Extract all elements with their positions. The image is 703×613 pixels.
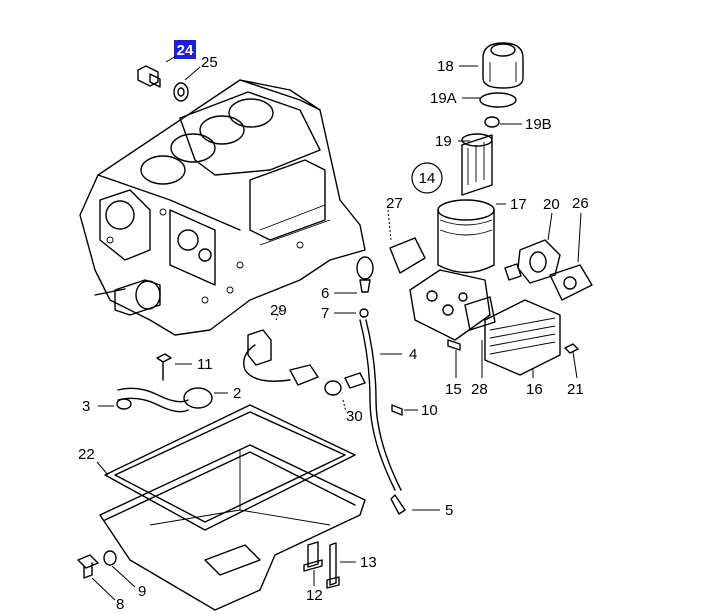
- part-17-filter-housing: [437, 199, 506, 274]
- part-label-13[interactable]: 13: [360, 554, 377, 571]
- part-label-22[interactable]: 22: [78, 446, 95, 463]
- part-27-gasket: [387, 209, 426, 274]
- part-label-20[interactable]: 20: [543, 196, 560, 213]
- part-label-30[interactable]: 30: [346, 408, 363, 425]
- part-label-24[interactable]: 24: [177, 42, 194, 59]
- part-label-6[interactable]: 6: [321, 285, 329, 302]
- part-19a-o-ring: [462, 92, 517, 108]
- part-label-28[interactable]: 28: [471, 381, 488, 398]
- part-label-3[interactable]: 3: [82, 398, 90, 415]
- part-8-drain-plug: [77, 554, 116, 601]
- highlight-box-24: [174, 40, 196, 59]
- part-label-9[interactable]: 9: [138, 583, 146, 600]
- part-10-bolt: [391, 404, 418, 416]
- part-28-gasket: [464, 296, 496, 378]
- part-11-bolt: [156, 353, 192, 381]
- part-label-11[interactable]: 11: [197, 356, 213, 373]
- part-19b-o-ring: [484, 116, 522, 128]
- oil-pan: [99, 444, 366, 611]
- part-label-4[interactable]: 4: [409, 346, 417, 363]
- part-label-27[interactable]: 27: [386, 195, 403, 212]
- part-19-filter-element: [458, 133, 493, 196]
- reference-circle-14: [411, 162, 443, 194]
- part-label-8[interactable]: 8: [116, 596, 124, 613]
- part-16-oil-cooler: [484, 299, 561, 378]
- part-label-18[interactable]: 18: [437, 58, 454, 75]
- part-12-bolt: [303, 541, 323, 586]
- part-label-12[interactable]: 12: [306, 587, 323, 604]
- part-label-19b[interactable]: 19B: [525, 116, 552, 133]
- part-30-oring: [324, 372, 366, 413]
- part-21-bolt: [564, 343, 579, 379]
- part-label-26[interactable]: 26: [572, 195, 589, 212]
- part-26-gasket: [549, 212, 593, 301]
- part-label-21[interactable]: 21: [567, 381, 584, 398]
- part-7-seal: [334, 308, 369, 318]
- part-label-2[interactable]: 2: [233, 385, 241, 402]
- part-22-oil-pan-gasket: [96, 404, 356, 531]
- part-24-oil-pressure-sensor: [137, 55, 177, 88]
- part-25-washer: [173, 66, 201, 102]
- part-15-bolt: [447, 339, 461, 378]
- part-label-10[interactable]: 10: [421, 402, 438, 419]
- part-label-25[interactable]: 25: [201, 54, 218, 71]
- part-13-bolt: [326, 542, 356, 589]
- part-label-29[interactable]: 29: [270, 302, 287, 319]
- part-4-dipstick-tube: [359, 319, 402, 491]
- part-label-7[interactable]: 7: [321, 305, 329, 322]
- part-6-dipstick-handle: [334, 256, 374, 294]
- part-18-filter-cap: [459, 42, 524, 89]
- engine-block: [79, 79, 366, 336]
- part-label-5[interactable]: 5: [445, 502, 453, 519]
- part-label-17[interactable]: 17: [510, 196, 527, 213]
- part-label-19a[interactable]: 19A: [430, 90, 457, 107]
- part-20-adapter: [504, 212, 561, 284]
- part-9-washer: [103, 550, 136, 588]
- part-label-15[interactable]: 15: [445, 381, 462, 398]
- part-label-19[interactable]: 19: [435, 133, 452, 150]
- part-label-16[interactable]: 16: [526, 381, 543, 398]
- filter-housing-base: [409, 269, 491, 341]
- part-2-oil-pickup: [117, 387, 228, 413]
- part-3-gasket: [98, 398, 132, 410]
- part-29-sensor: [243, 307, 319, 386]
- part-label-14[interactable]: 14: [419, 170, 436, 187]
- part-5-dipstick-end: [390, 494, 440, 515]
